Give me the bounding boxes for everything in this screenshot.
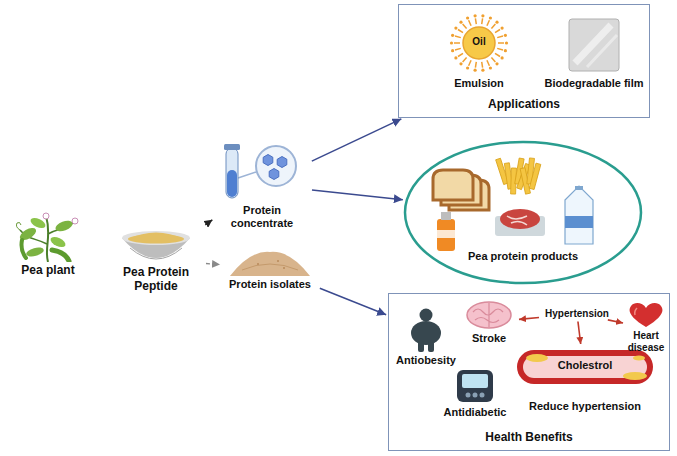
hypertension-label: Hypertension [541,308,613,320]
stroke-figure: Stroke [461,300,517,345]
connector-arrow [312,119,402,161]
node-label: Protein isolates [222,278,318,291]
glucometer-icon [437,370,513,404]
node-label: Stroke [461,332,517,345]
pea-plant-illustration [8,212,88,262]
node-label: Biodegradable film [539,77,649,90]
node-label: Antidiabetic [437,406,513,419]
node-label: Cholestrol [515,359,655,372]
connector-arrow [578,321,581,344]
icon [625,302,667,328]
applications-panel: ApplicationsOilEmulsionBiodegradable fil… [398,4,650,118]
icon [539,13,649,77]
products-circle [403,140,643,285]
node-label: Oil [437,36,521,48]
antidiabetic-figure: Antidiabetic [437,370,513,419]
film-figure: Biodegradable film [539,13,649,90]
connector-arrow [206,264,220,265]
node-label: Antiobesity [393,354,459,367]
antiobesity-figure: Antiobesity [393,308,459,367]
brain-icon [461,300,517,330]
health-panel: Health Benefits AntiobesityStroke Hyperten… [388,293,670,451]
powder-pile [222,246,318,276]
isolate-figure: Protein isolates [222,246,318,291]
node-label: Pea plant [8,264,88,278]
heart-icon [625,302,667,328]
concentrate-figure: Protein concentrate [214,140,310,229]
connector-arrow [312,190,403,200]
node-label: Emulsion [437,77,521,90]
artery-figure: CholestrolReduce hypertension [515,346,655,413]
products-circle: Pea protein products [403,140,643,285]
node-label: Protein concentrate [214,204,310,229]
bowl-illustration [108,226,204,264]
emulsion-figure: OilEmulsion [437,13,521,90]
node-label: Hypertension [541,308,613,320]
film-sheet [539,13,649,77]
icon [214,140,310,202]
icon [222,246,318,276]
icon [461,300,517,330]
obese-person-icon [393,308,459,352]
icon [393,308,459,352]
node-label: Applications [399,98,649,112]
connector-arrow [608,320,623,323]
node-label: Pea Protein Peptide [108,266,204,294]
connector-arrow [205,220,212,225]
node-label: Health Benefits [389,431,669,445]
icon [108,226,204,264]
node-label: Reduce hypertension [515,400,655,413]
icon [8,212,88,262]
node-label: Heart disease [625,330,667,353]
heart-figure: Heart disease [625,302,667,353]
icon [403,140,643,285]
test-tube-icon [214,140,310,202]
connector-arrow [519,317,539,319]
connector-arrow [320,288,386,315]
node-label: Pea protein products [403,250,643,263]
icon [437,370,513,404]
bowl-figure: Pea Protein Peptide [108,226,204,294]
plant-figure: Pea plant [8,212,88,278]
